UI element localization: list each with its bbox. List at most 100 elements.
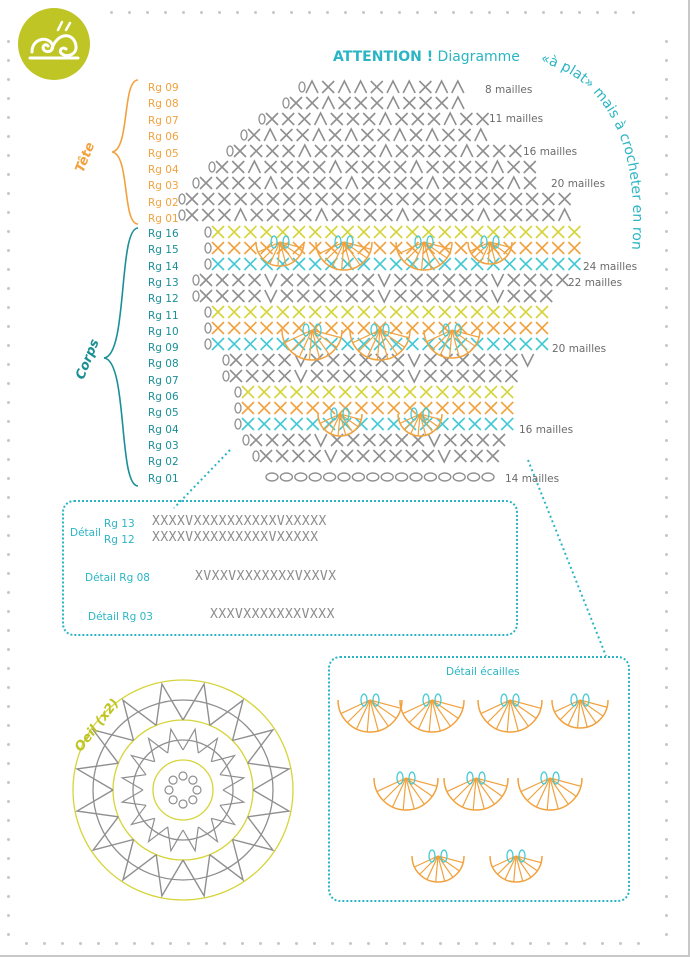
eye-ring (72, 679, 294, 901)
x-stitch (477, 192, 491, 206)
x-stitch (470, 305, 484, 319)
connector-detail (173, 449, 231, 509)
border-dot (511, 942, 515, 946)
chain-stitch (234, 386, 242, 398)
x-stitch (279, 128, 293, 142)
x-stitch (342, 369, 356, 383)
x-stitch (227, 337, 241, 351)
count-11: 11 mailles (489, 113, 544, 125)
x-stitch (438, 257, 452, 271)
border-dot (7, 268, 11, 272)
x-stitch (459, 112, 473, 126)
x-stitch (248, 176, 262, 190)
scale-chain (334, 235, 342, 249)
x-stitch (266, 192, 280, 206)
connector-scales (527, 459, 607, 657)
v-stitch (353, 79, 368, 94)
v-stitch (409, 159, 424, 174)
x-stitch (296, 176, 310, 190)
scale-ray (419, 413, 427, 436)
border-dot (7, 325, 11, 329)
border-dot (416, 11, 420, 15)
x-stitch (567, 241, 581, 255)
scale-ray (379, 329, 405, 348)
x-stitch (227, 241, 241, 255)
border-dot (326, 11, 330, 15)
x-stitch (370, 96, 384, 110)
x-stitch (338, 96, 352, 110)
x-stitch (519, 241, 533, 255)
scale-chain (270, 235, 278, 249)
x-stitch (231, 160, 245, 174)
border-dot (665, 800, 669, 804)
scale-chain (282, 235, 290, 249)
x-stitch (503, 225, 517, 239)
x-stitch (227, 305, 241, 319)
x-stitch (292, 305, 306, 319)
border-dot (7, 287, 11, 291)
eye-center-chain (192, 785, 202, 795)
scale-ray (369, 699, 397, 719)
x-stitch (280, 176, 294, 190)
x-stitch (441, 128, 455, 142)
x-stitch (357, 321, 371, 335)
border-dot (7, 648, 11, 652)
x-stitch (354, 401, 368, 415)
x-stitch (541, 208, 555, 222)
attention-prefix: Diagramme (437, 49, 520, 65)
border-dot (7, 420, 11, 424)
scale-chain (414, 235, 422, 249)
scales-detail-box (328, 656, 630, 902)
scale-ray (435, 855, 439, 882)
v-stitch (233, 207, 248, 222)
border-dot (529, 942, 533, 946)
count-20-head: 20 mailles (551, 178, 606, 190)
x-stitch (412, 208, 426, 222)
detail-row-03: XXXVXXXXXXXVXXX (210, 607, 335, 622)
x-stitch (525, 208, 539, 222)
border-dot (637, 942, 641, 946)
chain-stitch (380, 472, 394, 482)
scale-ray (405, 777, 425, 805)
x-stitch (411, 112, 425, 126)
row-label-body: Rg 02 (148, 456, 179, 469)
border-dot (7, 724, 11, 728)
row-label-body: Rg 09 (148, 342, 179, 355)
x-stitch (454, 241, 468, 255)
x-stitch (500, 401, 514, 415)
scale-ray (355, 699, 371, 730)
x-stitch (523, 176, 537, 190)
scale-chain (440, 849, 448, 863)
scale-chain (410, 407, 418, 421)
x-stitch (361, 176, 375, 190)
v-stitch (386, 79, 400, 94)
scale-ray (489, 241, 497, 264)
border-dot (542, 11, 546, 15)
x-stitch (324, 321, 338, 335)
x-stitch (211, 241, 225, 255)
v-stitch (490, 273, 505, 288)
eye-spike (167, 826, 184, 853)
x-stitch (249, 144, 263, 158)
x-stitch (373, 305, 387, 319)
x-stitch (409, 128, 423, 142)
x-stitch (373, 337, 387, 351)
x-stitch (427, 112, 441, 126)
border-dot (439, 942, 443, 946)
x-stitch (361, 273, 375, 287)
v-stitch (298, 143, 312, 158)
border-dot (79, 942, 83, 946)
x-stitch (328, 128, 342, 142)
x-stitch (362, 112, 376, 126)
scale-ray (414, 855, 439, 868)
x-stitch (261, 369, 275, 383)
scale-ray (515, 855, 542, 864)
x-stitch (298, 192, 312, 206)
x-stitch (500, 385, 514, 399)
x-stitch (324, 225, 338, 239)
v-stitch (476, 207, 491, 222)
v-stitch (395, 207, 410, 222)
x-stitch (551, 257, 565, 271)
x-stitch (458, 273, 472, 287)
x-stitch (389, 225, 403, 239)
